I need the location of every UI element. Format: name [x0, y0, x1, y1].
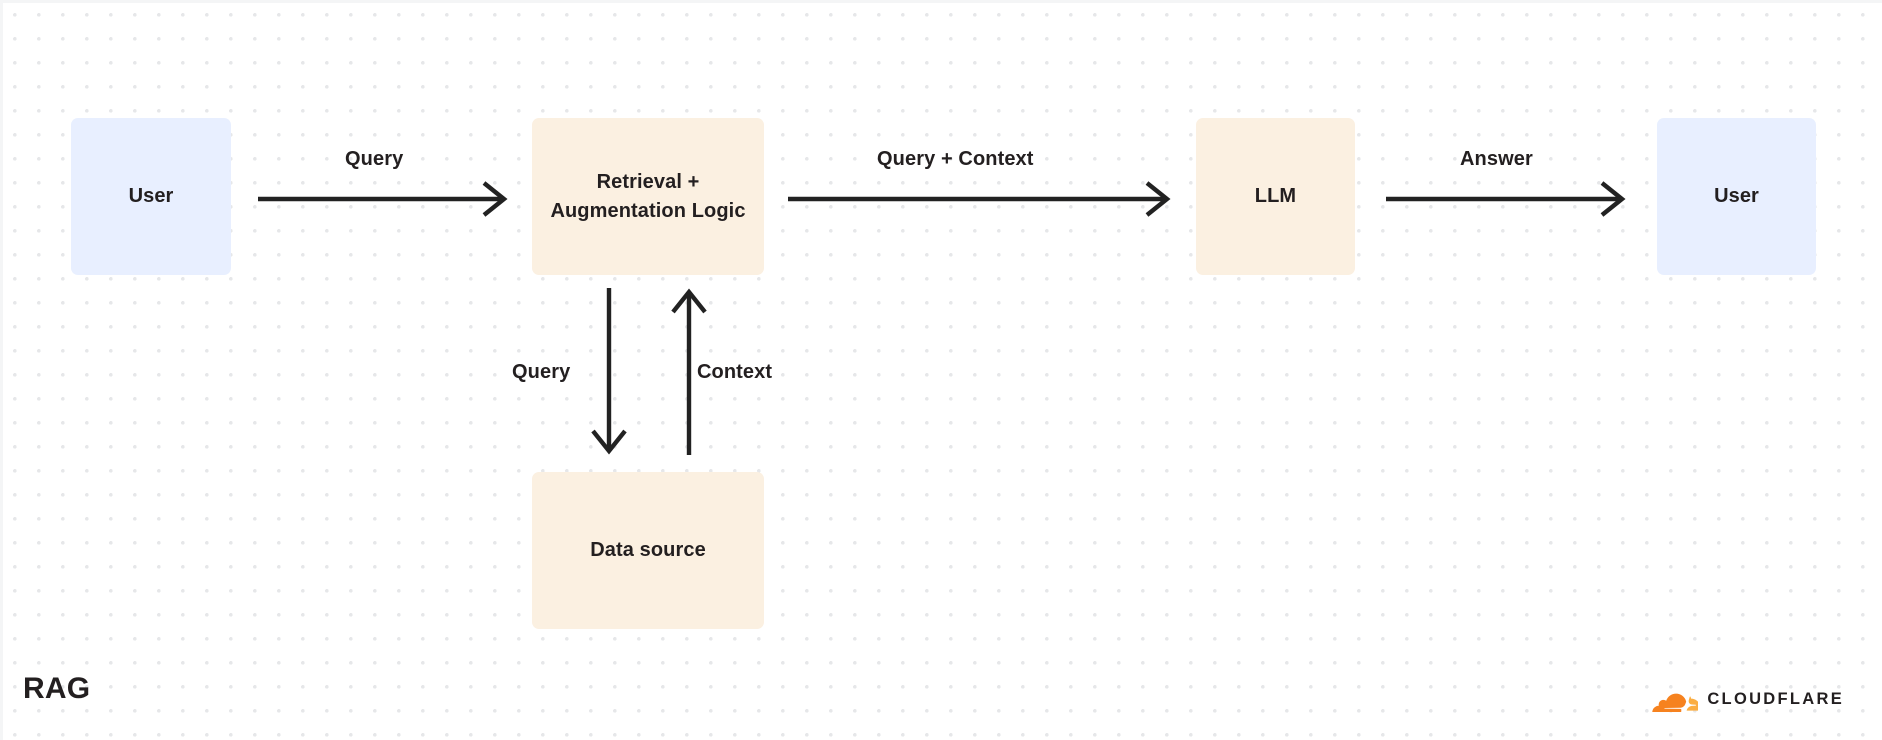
edge-label-query-user-to-retrieval: Query: [345, 148, 404, 170]
arrow-retrieval-to-llm-icon: [788, 181, 1171, 217]
node-user-right[interactable]: User: [1657, 118, 1816, 275]
node-data-source[interactable]: Data source: [532, 472, 764, 629]
edge-label-answer: Answer: [1460, 148, 1533, 170]
node-retrieval-augmentation-logic[interactable]: Retrieval + Augmentation Logic: [532, 118, 764, 275]
node-user-left-label: User: [128, 185, 174, 208]
node-data-source-label: Data source: [590, 539, 706, 562]
node-llm[interactable]: LLM: [1196, 118, 1355, 275]
arrow-query-down-icon: [591, 288, 627, 455]
cloudflare-cloud-icon: [1652, 693, 1699, 712]
cloudflare-logo: CLOUDFLARE: [1646, 686, 1844, 712]
node-user-left[interactable]: User: [71, 118, 231, 275]
node-user-right-label: User: [1714, 185, 1759, 208]
arrow-llm-to-user-icon: [1386, 181, 1626, 217]
edge-label-context-from-data-source: Context: [697, 361, 773, 383]
node-llm-label: LLM: [1254, 185, 1297, 208]
edge-label-query-to-data-source: Query: [512, 361, 571, 383]
diagram-title: RAG: [23, 672, 91, 705]
cloudflare-wordmark: CLOUDFLARE: [1707, 689, 1844, 708]
node-retrieval-label: Retrieval + Augmentation Logic: [550, 171, 746, 222]
edge-label-query-plus-context: Query + Context: [877, 148, 1034, 170]
arrow-user-to-retrieval-icon: [258, 181, 508, 217]
